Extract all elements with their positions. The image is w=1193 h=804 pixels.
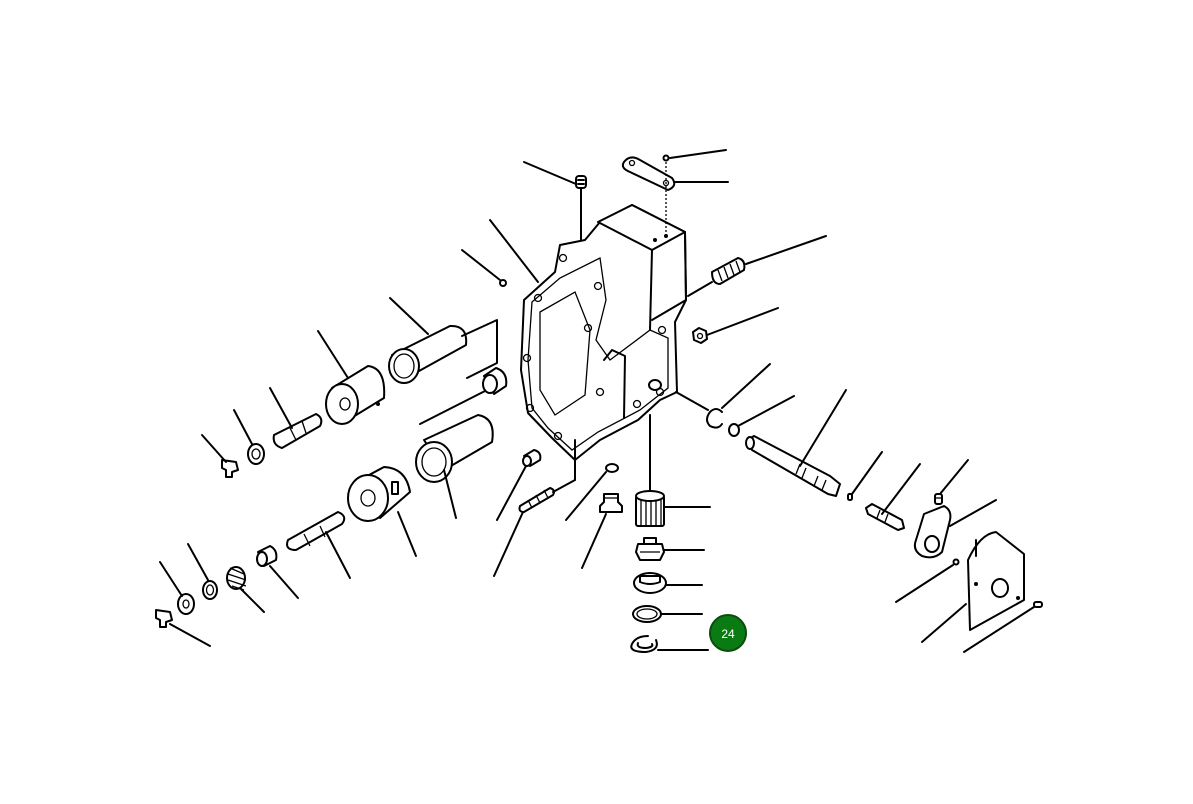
top-bolt (523, 161, 587, 241)
lower-sleeve (415, 414, 494, 519)
lower-pin (155, 609, 211, 647)
plug-cap (633, 572, 703, 594)
upper-washer (233, 409, 265, 465)
roll-pin (847, 451, 883, 501)
upper-pin (201, 434, 239, 478)
upper-shaft (269, 387, 323, 449)
link-plate (621, 156, 729, 191)
fitting (581, 493, 623, 569)
main-housing (520, 204, 687, 461)
cover-leader (921, 603, 967, 643)
lower-shaft (286, 511, 351, 579)
piston (347, 466, 417, 557)
adjust-screw (865, 463, 921, 531)
svg-text:24: 24 (721, 627, 735, 641)
knurled-plug (687, 235, 827, 297)
housing-leader (489, 219, 539, 283)
nut (692, 307, 779, 344)
o-ring-small (565, 463, 619, 521)
valve-cap (635, 537, 705, 561)
o-ring (632, 605, 703, 623)
lower-ring (187, 543, 218, 600)
cover-plate (967, 531, 1025, 631)
main-shaft (745, 389, 847, 497)
link-screw (662, 149, 727, 232)
snap-ring (630, 635, 709, 653)
upper-spool-body (317, 330, 386, 425)
lower-washer (159, 561, 195, 615)
set-screw (934, 459, 969, 505)
cover-screw-top (895, 558, 960, 603)
lever-arm (913, 499, 997, 559)
bushing-leader (419, 390, 486, 425)
cover-screw-right (963, 601, 1043, 653)
spring (226, 566, 265, 613)
dowel-pin (461, 249, 507, 287)
small-plug (496, 449, 542, 521)
stud (493, 439, 576, 577)
callout-24[interactable]: 24 (709, 614, 747, 652)
retaining-ring (675, 363, 771, 429)
upper-sleeve (388, 297, 468, 384)
filter-element (635, 490, 711, 527)
bushing (461, 319, 508, 395)
spacer (256, 545, 299, 599)
small-o-ring (728, 395, 795, 437)
